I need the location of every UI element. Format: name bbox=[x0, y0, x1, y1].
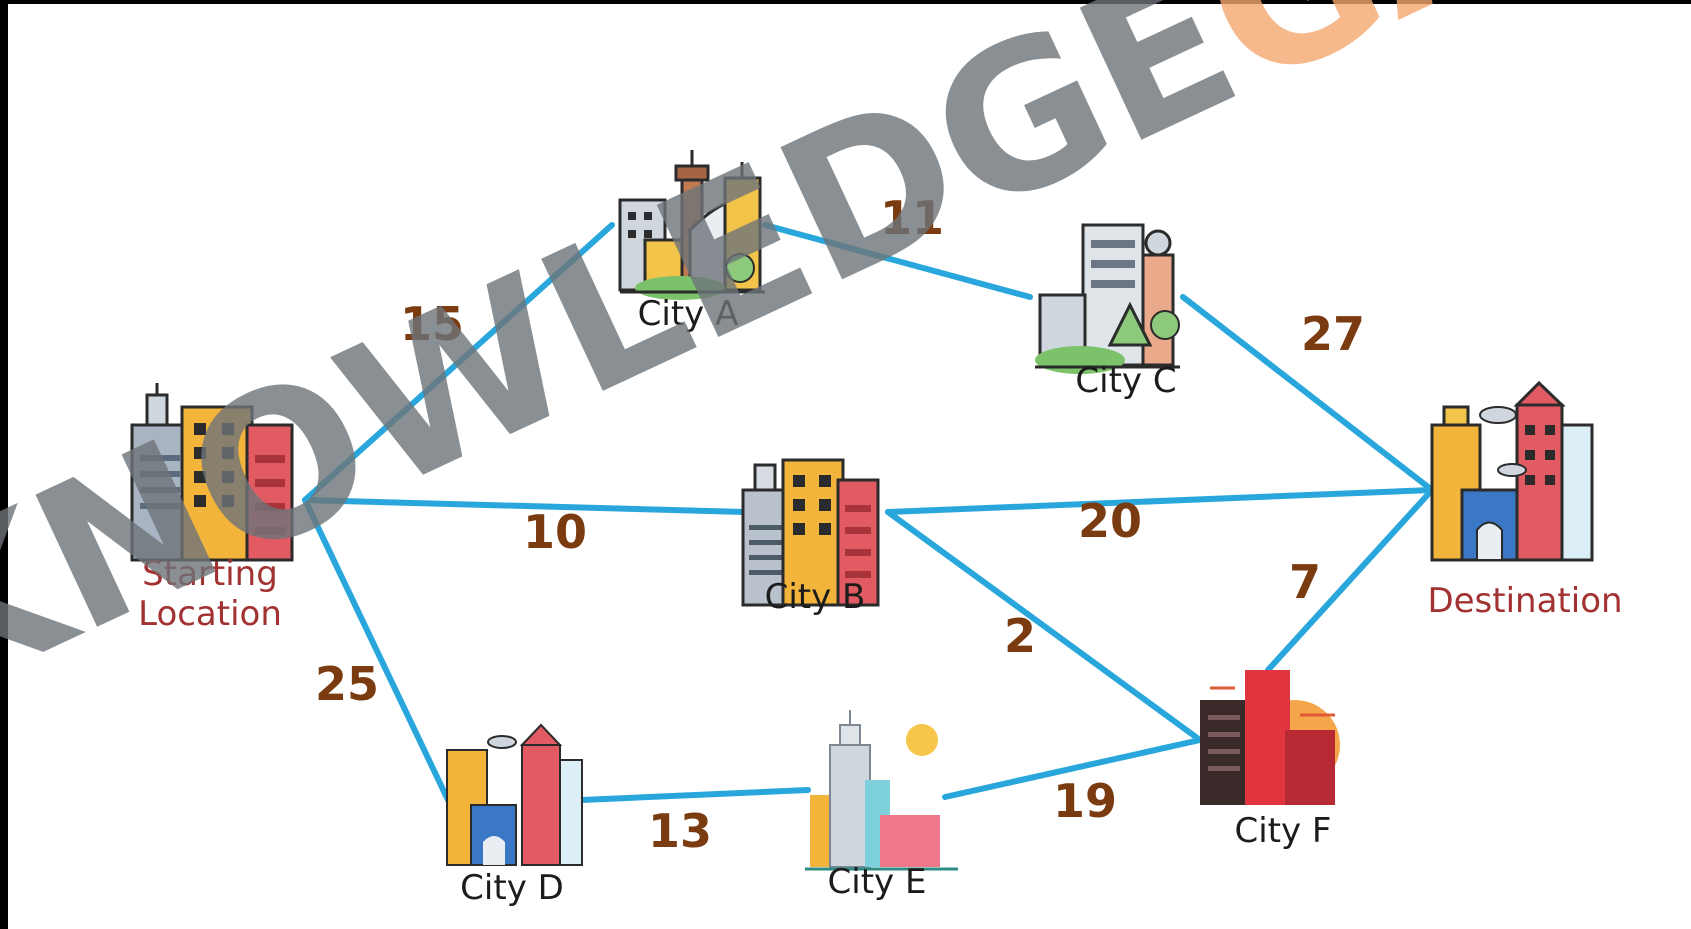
city-b-icon bbox=[741, 458, 880, 607]
edge-B-dest bbox=[885, 487, 1435, 515]
edge-B-F bbox=[885, 509, 1203, 743]
node-label-start: Starting bbox=[142, 554, 278, 594]
destination-icon bbox=[1430, 380, 1594, 562]
edge-start-B bbox=[302, 497, 748, 515]
city-d-icon bbox=[446, 723, 583, 866]
edge-weight-A-C: 11 bbox=[880, 191, 944, 245]
edge-weight-F-dest: 7 bbox=[1289, 555, 1321, 609]
starting-location-icon bbox=[130, 383, 294, 562]
city-f-icon bbox=[1200, 670, 1340, 805]
edge-E-F bbox=[942, 737, 1203, 800]
edge-weight-start-B: 10 bbox=[523, 505, 587, 559]
edge-weight-C-dest: 27 bbox=[1301, 307, 1365, 361]
edges-layer bbox=[302, 222, 1435, 803]
edge-F-dest bbox=[1265, 487, 1435, 673]
edge-start-A bbox=[302, 222, 615, 503]
node-label-A: City A bbox=[638, 294, 739, 334]
node-label-dest: Destination bbox=[1427, 581, 1622, 621]
weights-layer: 15 10 25 11 27 20 2 13 19 7 bbox=[315, 191, 1365, 858]
edge-weight-start-A: 15 bbox=[400, 297, 464, 351]
city-icons-layer bbox=[130, 150, 1594, 871]
city-c-icon bbox=[1035, 223, 1180, 374]
edge-weight-D-E: 13 bbox=[648, 804, 712, 858]
node-label-D: City D bbox=[460, 868, 564, 908]
node-label-E: City E bbox=[828, 862, 927, 902]
node-label-C: City C bbox=[1075, 361, 1176, 401]
node-label-F: City F bbox=[1234, 811, 1331, 851]
city-a-icon bbox=[618, 150, 765, 300]
edge-A-C bbox=[762, 222, 1033, 300]
edge-start-D bbox=[302, 497, 451, 803]
edge-C-dest bbox=[1180, 294, 1435, 493]
edge-D-E bbox=[579, 787, 811, 803]
edge-weight-start-D: 25 bbox=[315, 657, 379, 711]
edge-weight-B-dest: 20 bbox=[1078, 494, 1142, 548]
node-label-B: City B bbox=[765, 577, 866, 617]
edge-weight-E-F: 19 bbox=[1053, 774, 1117, 828]
edge-weight-B-F: 2 bbox=[1004, 609, 1036, 663]
city-e-icon bbox=[805, 710, 958, 871]
node-label-start: Location bbox=[138, 594, 282, 634]
